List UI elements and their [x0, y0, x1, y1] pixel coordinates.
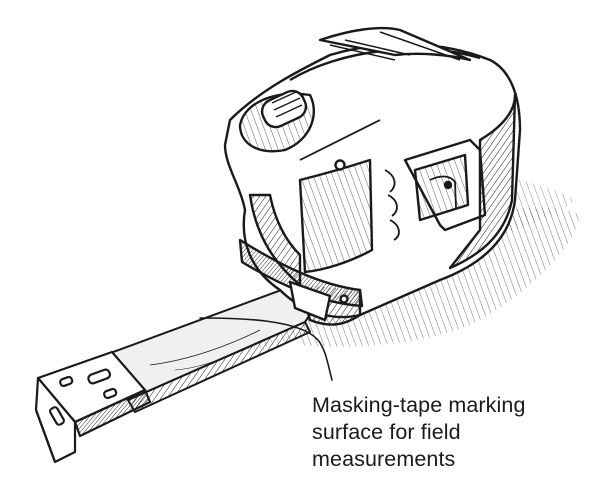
annotation-caption: Masking-tape marking surface for field m…: [312, 392, 592, 473]
tape-housing: [223, 26, 522, 326]
caption-line-3: measurements: [312, 447, 456, 471]
caption-line-2: surface for field: [312, 420, 461, 444]
leader-line: [199, 317, 333, 381]
tape-hook: [34, 350, 152, 464]
caption-line-1: Masking-tape marking: [312, 393, 526, 417]
